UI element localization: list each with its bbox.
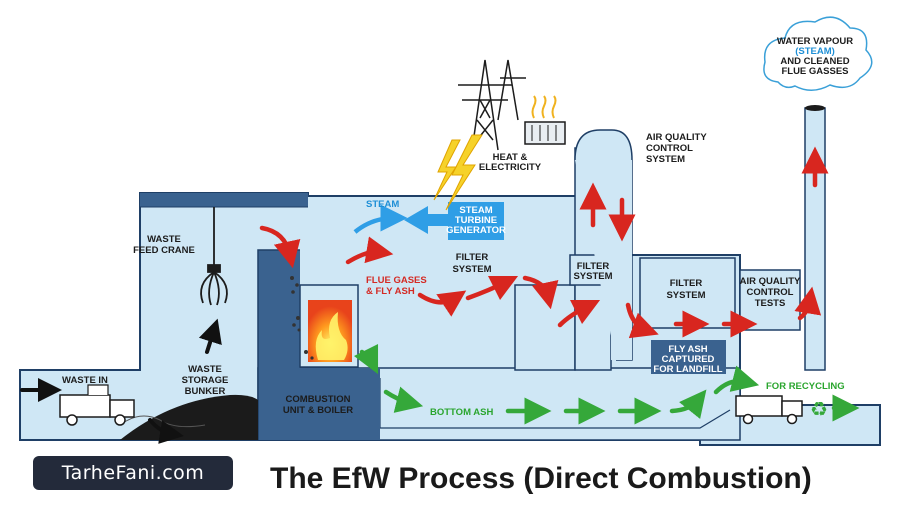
- bottom-ash-arrows: [353, 343, 860, 425]
- filter2-label-2: SYSTEM: [573, 271, 612, 282]
- steam-arrow: [353, 204, 408, 234]
- steam-label: STEAM: [366, 199, 399, 210]
- bunker-label-2: STORAGE: [182, 375, 229, 386]
- turbine-box: [448, 202, 504, 240]
- flame-icon: [315, 312, 348, 360]
- flue-label-1: FLUE GASES: [366, 275, 427, 286]
- fly-ash-label-2: CAPTURED: [662, 354, 715, 365]
- watermark-badge: TarheFani.com: [33, 456, 233, 490]
- recycling-label: FOR RECYCLING: [766, 381, 845, 392]
- fly-ash-box: [651, 340, 726, 374]
- bunker-label-3: BUNKER: [185, 386, 226, 397]
- svg-text:♻: ♻: [810, 397, 828, 421]
- waste-flow-arrows: [20, 318, 222, 444]
- lightning-icon: [445, 134, 483, 211]
- filter3-label-1: FILTER: [670, 278, 703, 289]
- aq-system-label-3: SYSTEM: [646, 154, 685, 165]
- bottom-ash-label: BOTTOM ASH: [430, 407, 493, 418]
- feed-crane-label-2: FEED CRANE: [133, 245, 195, 256]
- turbine-label-3: GENERATOR: [446, 225, 506, 236]
- waste-pile: [120, 394, 258, 440]
- aq-system-label-1: AIR QUALITY: [646, 132, 707, 143]
- waste-in-label: WASTE IN: [62, 375, 108, 386]
- aq-tests-label-2: CONTROL: [747, 287, 794, 298]
- filter2-label-1: FILTER: [577, 261, 610, 272]
- crane-claw-icon: [200, 207, 228, 306]
- aq-tests-label-3: TESTS: [755, 298, 786, 309]
- flue-label-2: & FLY ASH: [366, 286, 415, 297]
- heat-label-1: HEAT &: [493, 152, 528, 163]
- truck-out-icon: [735, 395, 803, 425]
- heat-label-2: ELECTRICITY: [479, 162, 542, 173]
- flue-gas-arrows: [259, 146, 829, 339]
- cloud-label-3: AND CLEANED: [780, 56, 849, 67]
- turbine-arrow: [404, 206, 448, 234]
- combustion-label-2: UNIT & BOILER: [283, 405, 353, 416]
- combustion-label-1: COMBUSTION: [286, 394, 351, 405]
- aq-tests-label-1: AIR QUALITY: [740, 276, 801, 287]
- filter1-label-2: SYSTEM: [452, 264, 491, 275]
- cloud-label-2: (STEAM): [795, 46, 835, 57]
- diagram-title: The EfW Process (Direct Combustion): [270, 462, 812, 495]
- fly-ash-label-1: FLY ASH: [668, 344, 707, 355]
- cloud-label-1: WATER VAPOUR: [777, 36, 853, 47]
- truck-icon: [59, 384, 135, 426]
- feed-crane-label-1: WASTE: [147, 234, 181, 245]
- cloud-icon: [763, 16, 873, 91]
- filter1-label-1: FILTER: [456, 252, 489, 263]
- chimney: [804, 105, 826, 371]
- fly-ash-label-3: FOR LANDFILL: [653, 364, 722, 375]
- recycle-icon: ♻: [810, 397, 828, 421]
- filter3-label-2: SYSTEM: [666, 290, 705, 301]
- pylon-icon: [458, 59, 526, 151]
- turbine-label-1: STEAM: [459, 205, 492, 216]
- turbine-label-2: TURBINE: [455, 215, 497, 226]
- radiator-icon: [524, 95, 566, 145]
- combustion-box: [290, 276, 359, 368]
- bunker-label-1: WASTE: [188, 364, 222, 375]
- crane-rail: [140, 193, 308, 207]
- aq-system-label-2: CONTROL: [646, 143, 693, 154]
- cloud-label-4: FLUE GASSES: [781, 66, 848, 77]
